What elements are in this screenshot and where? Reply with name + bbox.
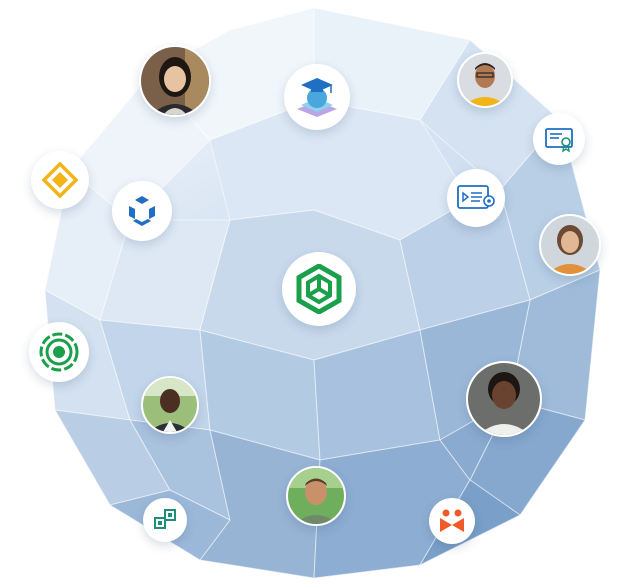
squares-icon[interactable]	[143, 498, 187, 542]
learning-path-icon[interactable]	[447, 169, 505, 227]
avatar-woman-right[interactable]	[466, 361, 542, 437]
avatar-man-left[interactable]	[141, 376, 199, 434]
avatar-person-right[interactable]	[539, 214, 601, 276]
avatar-man-top-right[interactable]	[457, 52, 513, 108]
graduation-cap-icon[interactable]	[284, 64, 350, 130]
avatar-woman-top-left[interactable]	[139, 45, 211, 117]
avatar-man-bottom[interactable]	[286, 466, 346, 526]
cube-pieces-icon[interactable]	[112, 181, 172, 241]
diamond-badge-icon[interactable]	[31, 151, 89, 209]
target-ring-icon[interactable]	[29, 322, 89, 382]
bowtie-people-icon[interactable]	[429, 498, 475, 544]
hub-logo-icon[interactable]	[282, 252, 356, 326]
certificate-icon[interactable]	[533, 113, 585, 165]
